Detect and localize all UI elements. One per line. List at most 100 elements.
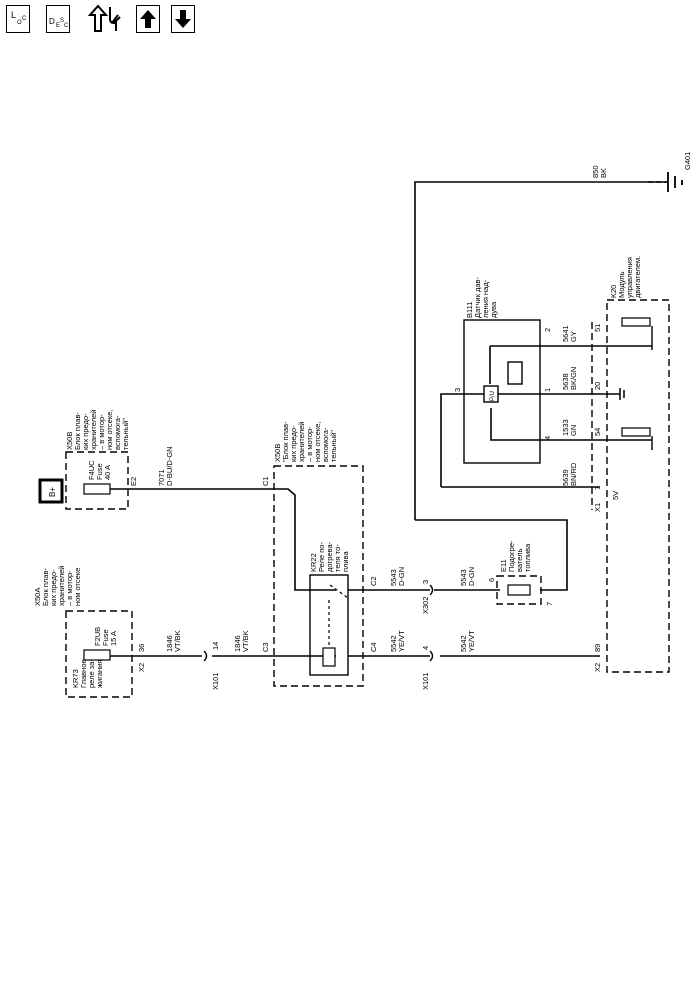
fuse-f2ub-amp: 15 A xyxy=(109,631,118,646)
x50b-top-desc-line5: ном отсеке, xyxy=(105,410,114,450)
x50b-top-desc-line7: тельный" xyxy=(121,418,130,450)
b111-id: B111 xyxy=(465,302,474,318)
wire-5542-number-a: 5542 xyxy=(389,635,398,652)
k20-desc-line3: двигателем. xyxy=(633,256,642,298)
desc-letter-d: D xyxy=(49,17,55,26)
e11-box xyxy=(496,575,542,605)
x101-b-pin: 4 xyxy=(421,646,430,650)
x50b-top-desc-line1: Блок плав- xyxy=(73,412,82,450)
x50a-pin: 36 xyxy=(137,644,146,652)
k20-pin7: 7 xyxy=(593,486,602,490)
signal-flow-button[interactable] xyxy=(86,3,126,35)
wire-5641-number: 5641 xyxy=(561,325,570,342)
wire-1846-color-b: VT/BK xyxy=(241,630,250,652)
fuse-f4uc-word: Fuse xyxy=(95,463,104,480)
x302-pin: 3 xyxy=(421,580,430,584)
loc-letter-c: C xyxy=(22,16,27,22)
wire-5542-color-b: YE/VT xyxy=(467,630,476,652)
k20-id: K20 xyxy=(609,285,618,298)
wire-5543-number-b: 5543 xyxy=(459,569,468,586)
x50a-desc-line1: Блок плав- xyxy=(41,568,50,606)
wire-5542-color-a: YE/VT xyxy=(397,630,406,652)
b111-pin3: 3 xyxy=(453,388,462,392)
b111-pin4: 4 xyxy=(543,436,552,440)
x101-b-conn: X101 xyxy=(421,672,430,690)
locator-icon: L O C xyxy=(11,10,27,26)
wire-5639 xyxy=(440,393,484,487)
kr22-box xyxy=(309,574,349,676)
wire-5542-number-b: 5542 xyxy=(459,635,468,652)
desc-letter-s: S xyxy=(60,18,64,24)
wire-7071-color: D-BU/D-GN xyxy=(165,446,174,486)
wire-5638-number: 5638 xyxy=(561,373,570,390)
b111-desc-line1: Датчик дав- xyxy=(473,276,482,318)
kr22-desc-line2: догрева- xyxy=(325,541,334,572)
x50a-box xyxy=(65,610,133,698)
relay-coil-symbol xyxy=(322,647,336,667)
wire-e11-return xyxy=(415,519,568,591)
x101-a-pin: 14 xyxy=(211,642,220,650)
kr22-desc-line1: Реле по- xyxy=(317,542,326,572)
e11-pin-7: 7 xyxy=(545,602,554,606)
x50b-mid-pin-c2: C2 xyxy=(369,576,378,586)
k20-pin20: 20 xyxy=(593,382,602,390)
e11-desc-line1: Подогре- xyxy=(507,540,516,572)
x50b-mid-pin-c1: C1 xyxy=(261,476,270,486)
wire-5543-number-a: 5543 xyxy=(389,569,398,586)
description-button[interactable]: D E S C xyxy=(46,5,70,33)
wire-1846-number-a: 1846 xyxy=(165,635,174,652)
k20-conn-x1: X1 xyxy=(593,503,602,512)
x50b-mid-pin-c4: C4 xyxy=(369,642,378,652)
e11-pin-6: 6 xyxy=(487,578,496,582)
b111-pin2: 2 xyxy=(543,328,552,332)
x50a-desc-line5: ном отсеке xyxy=(73,568,82,606)
desc-letter-c: C xyxy=(64,23,69,29)
wire-5543-color-a: D-GN xyxy=(397,567,406,586)
fuse-f2ub-id: F2UB xyxy=(93,627,102,646)
x50a-desc-line3: хранителей xyxy=(57,566,66,606)
fuse-f2ub-symbol xyxy=(83,649,111,661)
arrow-down-button[interactable] xyxy=(171,5,195,33)
arrow-down-icon xyxy=(175,10,191,28)
wire-850-color: BK xyxy=(599,168,608,178)
wire-1846-number-b: 1846 xyxy=(233,635,242,652)
x50b-mid-pin-c3: C3 xyxy=(261,642,270,652)
b-plus-box xyxy=(38,478,64,504)
kr73-id: KR73 xyxy=(71,669,80,688)
k20-pin54: 54 xyxy=(593,428,602,436)
b111-pu-box xyxy=(483,385,499,403)
signal-flow-icon xyxy=(87,4,121,32)
k20-desc-line2: управления xyxy=(625,257,634,298)
wire-5639-color: BN/RD xyxy=(569,462,578,486)
arrow-up-button[interactable] xyxy=(136,5,160,33)
wire-5543-color-b: D-GN xyxy=(467,567,476,586)
x50a-title: X50A xyxy=(33,588,42,606)
x50a-desc-line2: ких предо- xyxy=(49,569,58,606)
connector-symbols xyxy=(203,584,434,662)
k20-pin51: 51 xyxy=(593,324,602,332)
k20-box xyxy=(606,299,670,673)
x50b-mid-desc-line6: вспомога- xyxy=(321,427,330,462)
x50b-top-desc-line6: вспомога- xyxy=(113,415,122,450)
locator-button[interactable]: L O C xyxy=(6,5,30,33)
loc-letter-l: L xyxy=(11,10,16,20)
fuse-f4uc-amp: 40 A xyxy=(103,465,112,480)
x50b-mid-title: X50B xyxy=(273,444,282,462)
x50b-mid-desc-line4: – в мотор- xyxy=(305,426,314,462)
k20-5v-label: 5V xyxy=(611,491,620,500)
x50b-mid-desc-line7: тельный" xyxy=(329,430,338,462)
wire-7071-number: 7071 xyxy=(157,469,166,486)
kr73-desc-line1: Главное xyxy=(79,659,88,688)
kr22-id: KR22 xyxy=(309,553,318,572)
fuse-f4uc-symbol xyxy=(83,483,111,495)
x50b-top-title: X50B xyxy=(65,432,74,450)
x50b-mid-desc-line5: ном отсеке, xyxy=(313,422,322,462)
x50b-mid-box xyxy=(273,465,364,687)
x50b-mid-desc-line3: хранителей xyxy=(297,422,306,462)
x50a-desc-line4: – в мотор- xyxy=(65,570,74,606)
b111-desc-line2: ления над- xyxy=(481,279,490,318)
desc-letter-e: E xyxy=(56,23,60,29)
x50b-top-desc-line4: – в мотор- xyxy=(97,414,106,450)
arrow-up-icon xyxy=(140,10,156,28)
